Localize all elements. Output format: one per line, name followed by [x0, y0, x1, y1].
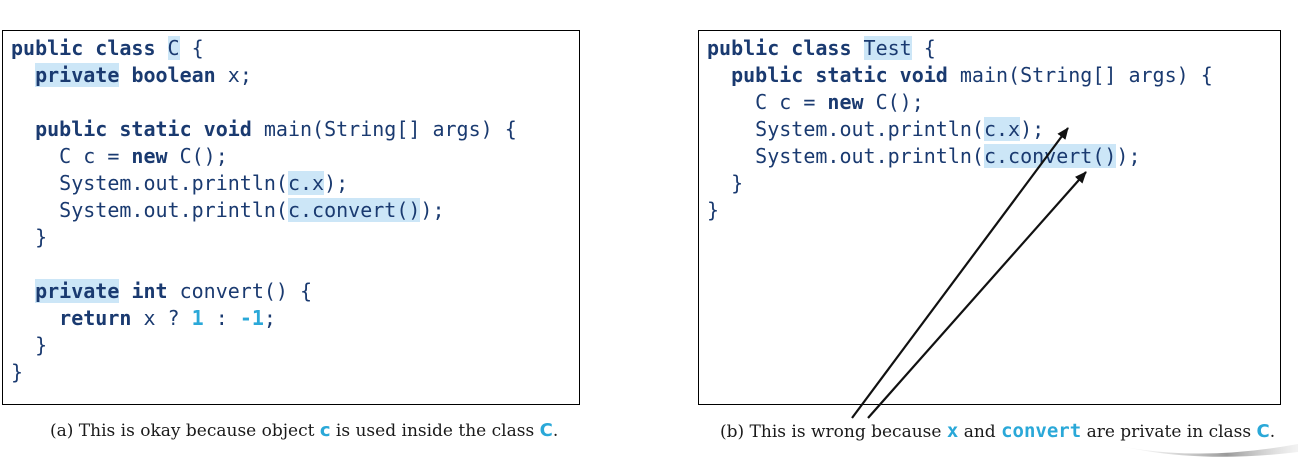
panel_a-line: } — [11, 359, 517, 386]
panel_a-line: System.out.println(c.x); — [11, 170, 517, 197]
panel_a-line: public class C { — [11, 35, 517, 62]
caption-a-text-3: . — [552, 421, 559, 441]
code-token — [11, 306, 59, 330]
panel_a-line — [11, 251, 517, 278]
code-token: private — [35, 279, 120, 303]
panel_a-line: private int convert() { — [11, 278, 517, 305]
caption-b-text-4: . — [1269, 422, 1276, 442]
panel_a-line: } — [11, 332, 517, 359]
caption-b-text-2: and — [958, 422, 1002, 442]
panel_b-line: } — [707, 197, 1213, 224]
code-token: C c = — [11, 144, 132, 168]
code-token — [11, 63, 35, 87]
caption-a-class-c: C — [539, 420, 553, 441]
code-token: -1 — [239, 306, 264, 330]
caption-a: (a) This is okay because object c is use… — [50, 420, 558, 441]
code-token: C(); — [167, 144, 228, 168]
code-token: 1 — [191, 306, 204, 330]
code-token: } — [11, 225, 48, 249]
code-panel-class-c: public class C { private boolean x; publ… — [2, 30, 580, 405]
code-token: ); — [1020, 117, 1045, 141]
code-token: ); — [1116, 144, 1141, 168]
code-token: } — [707, 198, 720, 222]
caption-b-method-convert: convert — [1001, 420, 1082, 442]
code-token: c.x — [983, 117, 1021, 141]
code-token: c.convert() — [287, 198, 421, 222]
code-token: new — [827, 90, 864, 114]
caption-a-object-c: c — [319, 420, 331, 441]
panel_a-line: public static void main(String[] args) { — [11, 116, 517, 143]
panel_a-line: private boolean x; — [11, 62, 517, 89]
code-token: public class — [707, 36, 864, 60]
code-token: public class — [11, 36, 168, 60]
code-token: System.out.println( — [707, 117, 984, 141]
code-token: C c = — [707, 90, 828, 114]
caption-b-class-c: C — [1256, 421, 1270, 442]
panel_a-line: System.out.println(c.convert()); — [11, 197, 517, 224]
code-token: } — [707, 171, 744, 195]
code-token: boolean — [131, 63, 216, 87]
panel_b-line: public class Test { — [707, 35, 1213, 62]
panel_b-line: System.out.println(c.x); — [707, 116, 1213, 143]
code-token: : — [203, 306, 240, 330]
code-token — [119, 279, 131, 303]
code-token: ); — [420, 198, 445, 222]
code-token: } — [11, 333, 48, 357]
code-token: convert() { — [167, 279, 313, 303]
panel_a-line: } — [11, 224, 517, 251]
code-panel-class-test: public class Test { public static void m… — [698, 30, 1281, 405]
code-token: main(String[] args) { — [947, 63, 1213, 87]
panel_b-line: C c = new C(); — [707, 89, 1213, 116]
code-token: { — [179, 36, 204, 60]
code-token: c.convert() — [983, 144, 1117, 168]
caption-b-text-1: (b) This is wrong because — [720, 422, 947, 442]
code-token: x ? — [131, 306, 192, 330]
code-token: } — [11, 360, 24, 384]
code-token: x; — [215, 63, 252, 87]
code-token: private — [35, 63, 120, 87]
code-token: ); — [324, 171, 349, 195]
code-token — [11, 279, 35, 303]
panel_b-line: public static void main(String[] args) { — [707, 62, 1213, 89]
caption-a-text-2: is used inside the class — [330, 421, 540, 441]
code-token: { — [911, 36, 936, 60]
code-token: return — [59, 306, 132, 330]
code-token: c.x — [287, 171, 325, 195]
code-token — [119, 63, 131, 87]
code-token: Test — [863, 36, 912, 60]
caption-b-field-x: x — [946, 420, 959, 442]
panel_a-line — [11, 89, 517, 116]
code-token: main(String[] args) { — [251, 117, 517, 141]
code-token: int — [131, 279, 168, 303]
caption-b: (b) This is wrong because x and convert … — [720, 420, 1275, 442]
panel_a-line: C c = new C(); — [11, 143, 517, 170]
code-token: public static void — [35, 117, 252, 141]
code-token: C — [167, 36, 180, 60]
caption-b-text-3: are private in class — [1081, 422, 1257, 442]
code-token: new — [131, 144, 168, 168]
code-block-class-test: public class Test { public static void m… — [707, 35, 1213, 224]
panel_a-line: return x ? 1 : -1; — [11, 305, 517, 332]
code-token: ; — [263, 306, 276, 330]
code-token: C(); — [863, 90, 924, 114]
code-token: System.out.println( — [707, 144, 984, 168]
code-token: System.out.println( — [11, 198, 288, 222]
code-token: System.out.println( — [11, 171, 288, 195]
code-block-class-c: public class C { private boolean x; publ… — [11, 35, 517, 386]
code-token: public static void — [731, 63, 948, 87]
code-token — [707, 63, 731, 87]
panel_b-line: System.out.println(c.convert()); — [707, 143, 1213, 170]
caption-a-text-1: (a) This is okay because object — [50, 421, 320, 441]
panel_b-line: } — [707, 170, 1213, 197]
code-token — [11, 117, 35, 141]
